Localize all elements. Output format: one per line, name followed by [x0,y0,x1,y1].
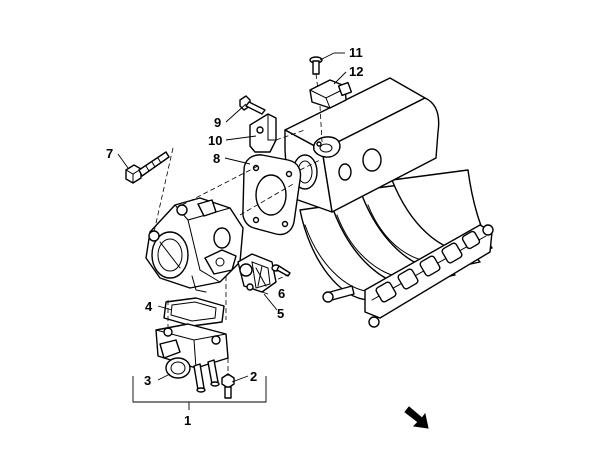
callout-6: 6 [278,286,285,301]
alignment-lines [153,73,323,376]
throttle-body-gasket [242,154,302,236]
callout-8: 8 [213,151,220,166]
throttle-body [145,197,244,293]
callout-2: 2 [250,369,257,384]
callout-3: 3 [144,373,151,388]
callout-10: 10 [208,133,222,148]
tps-screw [271,264,291,277]
callout-4: 4 [145,299,153,314]
callout-7: 7 [106,146,113,161]
callout-12: 12 [349,64,363,79]
callout-5: 5 [277,306,284,321]
arrow-down-right-icon [404,406,429,429]
callout-labels: 1 2 3 4 5 6 7 8 9 10 11 12 [106,45,363,428]
throttle-body-bolt [125,151,170,184]
map-sensor-screw [309,56,323,75]
callout-9: 9 [214,115,221,130]
bracket-bolt [239,95,266,115]
assembly-bracket [132,376,267,410]
idle-air-control-valve [155,323,229,393]
throttle-bracket [249,113,277,153]
leader-lines [117,52,347,383]
callout-1: 1 [184,413,191,428]
intake-manifold [284,77,494,328]
iac-gasket [163,297,225,327]
throttle-position-sensor [237,253,277,293]
map-sensor [309,79,353,109]
iac-screw [221,373,235,399]
callout-11: 11 [349,45,363,60]
